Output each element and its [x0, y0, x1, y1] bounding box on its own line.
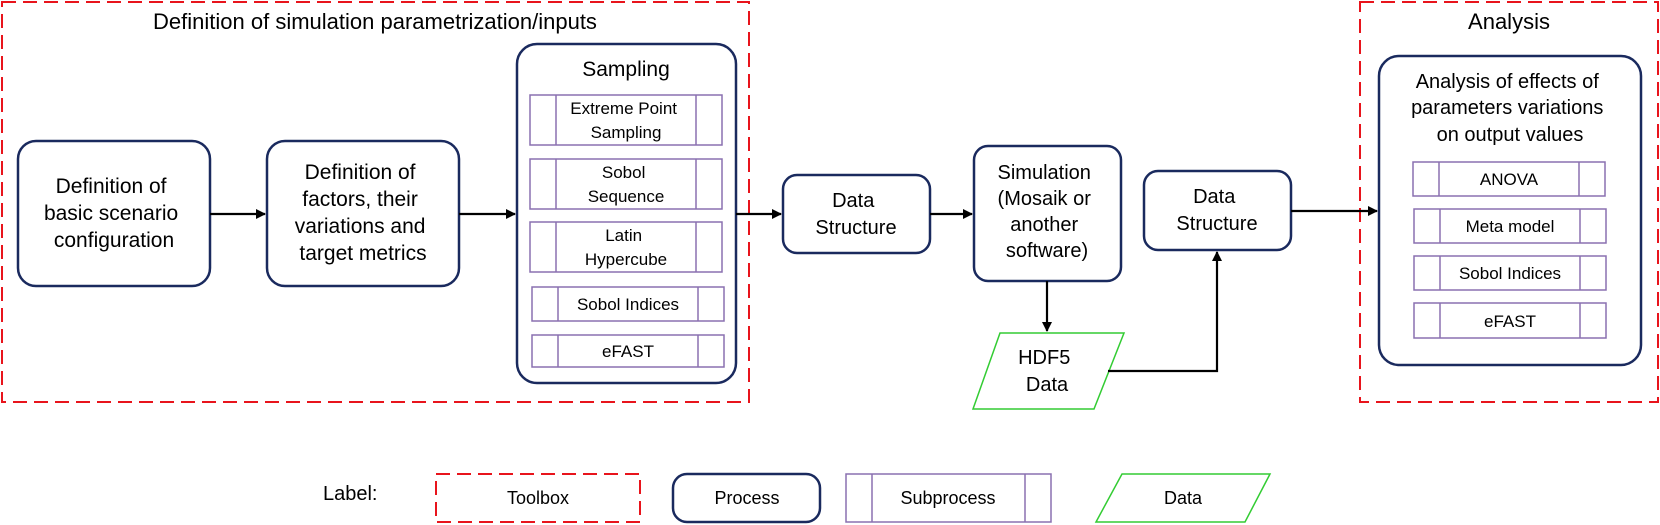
- subprocess-sobol-sequence: Sobol Sequence: [529, 158, 723, 210]
- subprocess-latin-hypercube: Latin Hypercube: [529, 221, 723, 273]
- legend-toolbox: Toolbox: [435, 473, 641, 523]
- process-basic-scenario-label: Definition of basic scenario configurati…: [44, 175, 184, 252]
- process-data-structure-2: Data Structure: [1142, 169, 1293, 252]
- toolbox-definition-title: Definition of simulation parametrization…: [153, 9, 597, 34]
- process-data-structure-2-label: Data Structure: [1176, 186, 1257, 235]
- data-hdf5-label: HDF5 Data: [1018, 347, 1076, 396]
- process-data-structure-1-label: Data Structure: [815, 190, 896, 239]
- legend-subprocess-label: Subprocess: [900, 488, 995, 508]
- subprocess-extreme-point-sampling: Extreme Point Sampling: [529, 94, 723, 146]
- process-factors: Definition of factors, their variations …: [265, 139, 461, 288]
- subprocess-efast: eFAST: [531, 334, 725, 368]
- legend-label: Label:: [323, 483, 378, 505]
- toolbox-definition: Definition of simulation parametrization…: [1, 1, 750, 403]
- legend-data: Data: [1094, 473, 1272, 523]
- process-factors-label: Definition of factors, their variations …: [295, 161, 432, 265]
- process-data-structure-1: Data Structure: [781, 173, 932, 255]
- subprocess-anova-label: ANOVA: [1480, 170, 1539, 189]
- process-simulation: Simulation (Mosaik or another software): [972, 144, 1123, 283]
- process-basic-scenario: Definition of basic scenario configurati…: [16, 139, 212, 288]
- process-analysis-effects-label: Analysis of effects of parameters variat…: [1411, 71, 1609, 146]
- legend-data-label: Data: [1164, 488, 1203, 508]
- subprocess-anova: ANOVA: [1412, 161, 1606, 197]
- legend-toolbox-label: Toolbox: [507, 488, 569, 508]
- legend-subprocess: Subprocess: [845, 473, 1052, 523]
- subprocess-sobol-indices-label: Sobol Indices: [577, 295, 679, 314]
- toolbox-analysis-title: Analysis: [1468, 9, 1550, 34]
- toolbox-analysis: Analysis: [1359, 1, 1659, 403]
- process-sampling-title: Sampling: [582, 58, 670, 81]
- subprocess-analysis-sobol-indices: Sobol Indices: [1413, 255, 1607, 291]
- subprocess-analysis-sobol-indices-label: Sobol Indices: [1459, 264, 1561, 283]
- subprocess-sobol-sequence-label: Sobol Sequence: [588, 163, 665, 206]
- subprocess-analysis-efast: eFAST: [1413, 302, 1607, 339]
- legend-process-label: Process: [714, 488, 779, 508]
- subprocess-meta-model: Meta model: [1413, 208, 1607, 244]
- arrow-hdf5-to-data-structure: [1108, 251, 1222, 373]
- subprocess-sobol-indices: Sobol Indices: [531, 286, 725, 322]
- subprocess-extreme-point-sampling-label: Extreme Point Sampling: [570, 99, 682, 142]
- data-hdf5: HDF5 Data: [971, 332, 1126, 410]
- legend: Label: Toolbox Process Subprocess Data: [323, 472, 1272, 524]
- legend-process: Process: [671, 472, 822, 524]
- process-simulation-label: Simulation (Mosaik or another software): [998, 162, 1097, 262]
- subprocess-meta-model-label: Meta model: [1466, 217, 1555, 236]
- subprocess-efast-label: eFAST: [602, 342, 654, 361]
- subprocess-latin-hypercube-label: Latin Hypercube: [585, 226, 667, 269]
- subprocess-analysis-efast-label: eFAST: [1484, 312, 1536, 331]
